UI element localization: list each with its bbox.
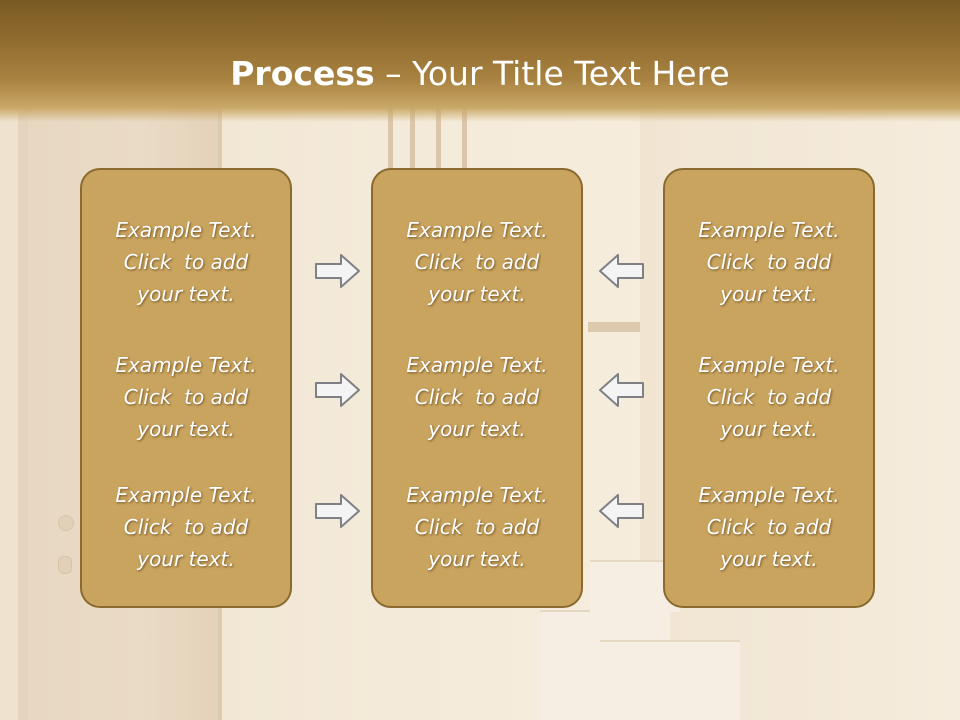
panel-text-block[interactable]: Example Text. Click to add your text. [665,349,873,445]
text-line: Click to add [414,250,540,274]
stair-baluster [462,100,467,170]
text-line: your text. [137,547,235,571]
text-line: Click to add [123,515,249,539]
text-line: Click to add [706,385,832,409]
door-frame [18,100,30,720]
text-line: your text. [137,282,235,306]
text-line: your text. [720,417,818,441]
text-line: Example Text. [698,353,840,377]
text-line: your text. [720,547,818,571]
text-line: Example Text. [115,353,257,377]
text-line: Example Text. [406,353,548,377]
panel-text-block[interactable]: Example Text. Click to add your text. [373,349,581,445]
text-line: Example Text. [115,218,257,242]
stair-step [600,640,740,720]
arrow-right-icon [315,254,360,288]
text-line: your text. [428,282,526,306]
text-line: Example Text. [698,483,840,507]
panel-text-block[interactable]: Example Text. Click to add your text. [373,479,581,575]
process-panel-right[interactable]: Example Text. Click to add your text. Ex… [663,168,875,608]
arrow-left-icon [599,254,644,288]
panel-text-block[interactable]: Example Text. Click to add your text. [665,479,873,575]
panel-text-block[interactable]: Example Text. Click to add your text. [665,214,873,310]
panel-text-block[interactable]: Example Text. Click to add your text. [373,214,581,310]
slide-title[interactable]: Process – Your Title Text Here [0,52,960,96]
text-line: Click to add [706,515,832,539]
panel-text-block[interactable]: Example Text. Click to add your text. [82,214,290,310]
arrow-left-icon [599,373,644,407]
text-line: your text. [428,547,526,571]
stair-baluster [388,100,393,170]
title-bar [0,0,960,122]
text-line: Click to add [414,385,540,409]
wall-shelf [588,322,640,332]
door-knob [58,515,74,531]
text-line: Click to add [414,515,540,539]
stair-baluster [436,100,441,170]
text-line: your text. [428,417,526,441]
text-line: Click to add [123,385,249,409]
text-line: Example Text. [698,218,840,242]
door-lock [58,556,72,574]
arrow-right-icon [315,373,360,407]
process-panel-left[interactable]: Example Text. Click to add your text. Ex… [80,168,292,608]
arrow-left-icon [599,494,644,528]
arrow-right-icon [315,494,360,528]
text-line: Example Text. [406,483,548,507]
panel-text-block[interactable]: Example Text. Click to add your text. [82,479,290,575]
text-line: your text. [137,417,235,441]
panel-text-block[interactable]: Example Text. Click to add your text. [82,349,290,445]
stair-baluster [410,100,415,170]
text-line: Example Text. [406,218,548,242]
text-line: Click to add [706,250,832,274]
title-rest: – Your Title Text Here [374,54,730,93]
text-line: Example Text. [115,483,257,507]
text-line: Click to add [123,250,249,274]
process-panel-center[interactable]: Example Text. Click to add your text. Ex… [371,168,583,608]
title-bold: Process [230,54,375,93]
text-line: your text. [720,282,818,306]
